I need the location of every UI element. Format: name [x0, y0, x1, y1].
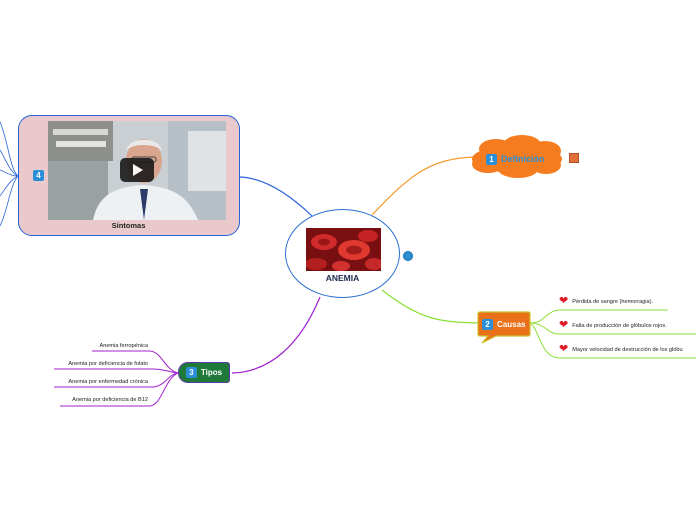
causa-item-3-text: Mayor velocidad de destrucción de los gl… — [572, 346, 683, 353]
tipos-label: Tipos — [200, 368, 223, 377]
connector-causas — [381, 289, 479, 324]
connector-sintomas — [239, 176, 313, 217]
causa-item-1-text: Pérdida de sangre (hemorragia). — [572, 298, 654, 305]
play-button[interactable] — [120, 158, 154, 182]
causas-number-badge: 2 — [482, 319, 493, 330]
central-node[interactable]: ANEMIA — [285, 209, 400, 298]
central-expand-icon[interactable] — [403, 251, 413, 261]
definicion-label: Definición — [501, 154, 545, 164]
blood-cells-image — [306, 228, 381, 271]
definicion-note-icon[interactable] — [569, 153, 579, 163]
definicion-cloud-shape — [472, 135, 562, 178]
tipos-node[interactable]: 3 Tipos — [178, 362, 230, 383]
video-thumbnail[interactable] — [48, 121, 226, 220]
tipo-item-1[interactable]: Anemia ferropénica — [99, 343, 148, 349]
heart-icon: ❤ — [559, 295, 569, 307]
video-frame-image — [48, 121, 226, 220]
connector-tipos — [231, 296, 321, 374]
tipo-item-3[interactable]: Anemia por enfermedad crónica — [68, 379, 148, 385]
connector-definicion — [371, 156, 477, 216]
causa-item-2-text: Falta de producción de glóbulos rojos. — [572, 322, 667, 329]
definicion-node[interactable]: 1 Definición — [486, 152, 545, 166]
causa-item-2[interactable]: ❤ Falta de producción de glóbulos rojos. — [559, 320, 667, 331]
causas-node[interactable]: 2 Causas — [482, 318, 525, 331]
sintomas-caption: Síntomas — [111, 221, 146, 230]
tipos-number-badge: 3 — [185, 367, 197, 378]
tipo-item-4[interactable]: Anemia por deficiencia de B12 — [72, 397, 148, 403]
heart-icon: ❤ — [559, 319, 569, 331]
causa-item-1[interactable]: ❤ Pérdida de sangre (hemorragia). — [559, 296, 653, 307]
central-title: ANEMIA — [325, 273, 360, 283]
causas-label: Causas — [497, 320, 526, 329]
sintomas-node[interactable]: 4 Síntomas — [18, 115, 240, 236]
heart-icon: ❤ — [559, 344, 569, 355]
definicion-number-badge: 1 — [486, 153, 497, 165]
play-icon — [133, 164, 143, 176]
sintomas-number-badge: 4 — [33, 170, 44, 181]
causa-item-3[interactable]: ❤ Mayor velocidad de destrucción de los … — [559, 344, 696, 355]
tipo-item-2[interactable]: Anemia por deficiencia de folato — [68, 361, 148, 367]
